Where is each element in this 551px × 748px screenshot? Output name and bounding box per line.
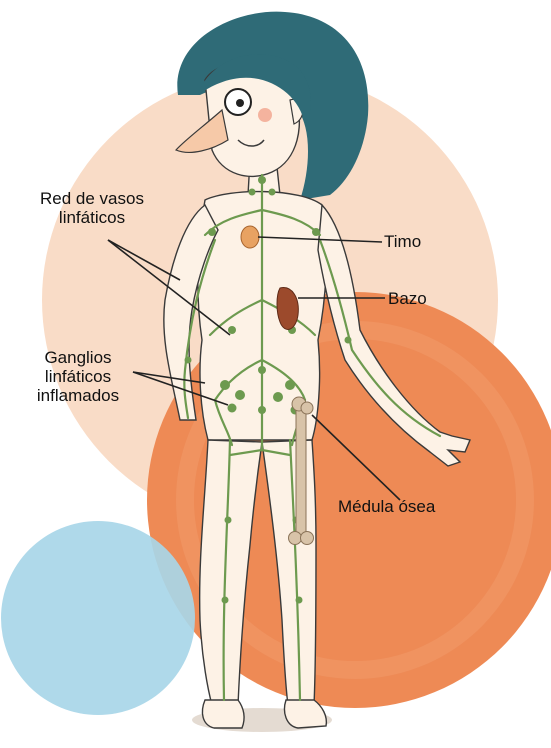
label-bazo: Bazo bbox=[388, 289, 427, 308]
label-medula-text: Médula ósea bbox=[338, 497, 435, 516]
thymus bbox=[241, 226, 259, 248]
blue-background-circle bbox=[1, 521, 195, 715]
label-medula-osea: Médula ósea bbox=[338, 497, 435, 516]
label-bazo-text: Bazo bbox=[388, 289, 427, 308]
label-red-vasos-line1: Red de vasos bbox=[23, 189, 161, 208]
label-ganglios-line1: Ganglios bbox=[22, 348, 134, 367]
label-ganglios-line2: linfáticos bbox=[22, 367, 134, 386]
label-red-vasos-linfaticos: Red de vasos linfáticos bbox=[23, 189, 161, 227]
label-red-vasos-line2: linfáticos bbox=[23, 208, 161, 227]
label-ganglios-line3: inflamados bbox=[22, 386, 134, 405]
pupil bbox=[236, 99, 244, 107]
label-ganglios-linfaticos-inflamados: Ganglios linfáticos inflamados bbox=[22, 348, 134, 405]
cheek bbox=[258, 108, 272, 122]
label-timo-text: Timo bbox=[384, 232, 421, 251]
label-timo: Timo bbox=[384, 232, 421, 251]
